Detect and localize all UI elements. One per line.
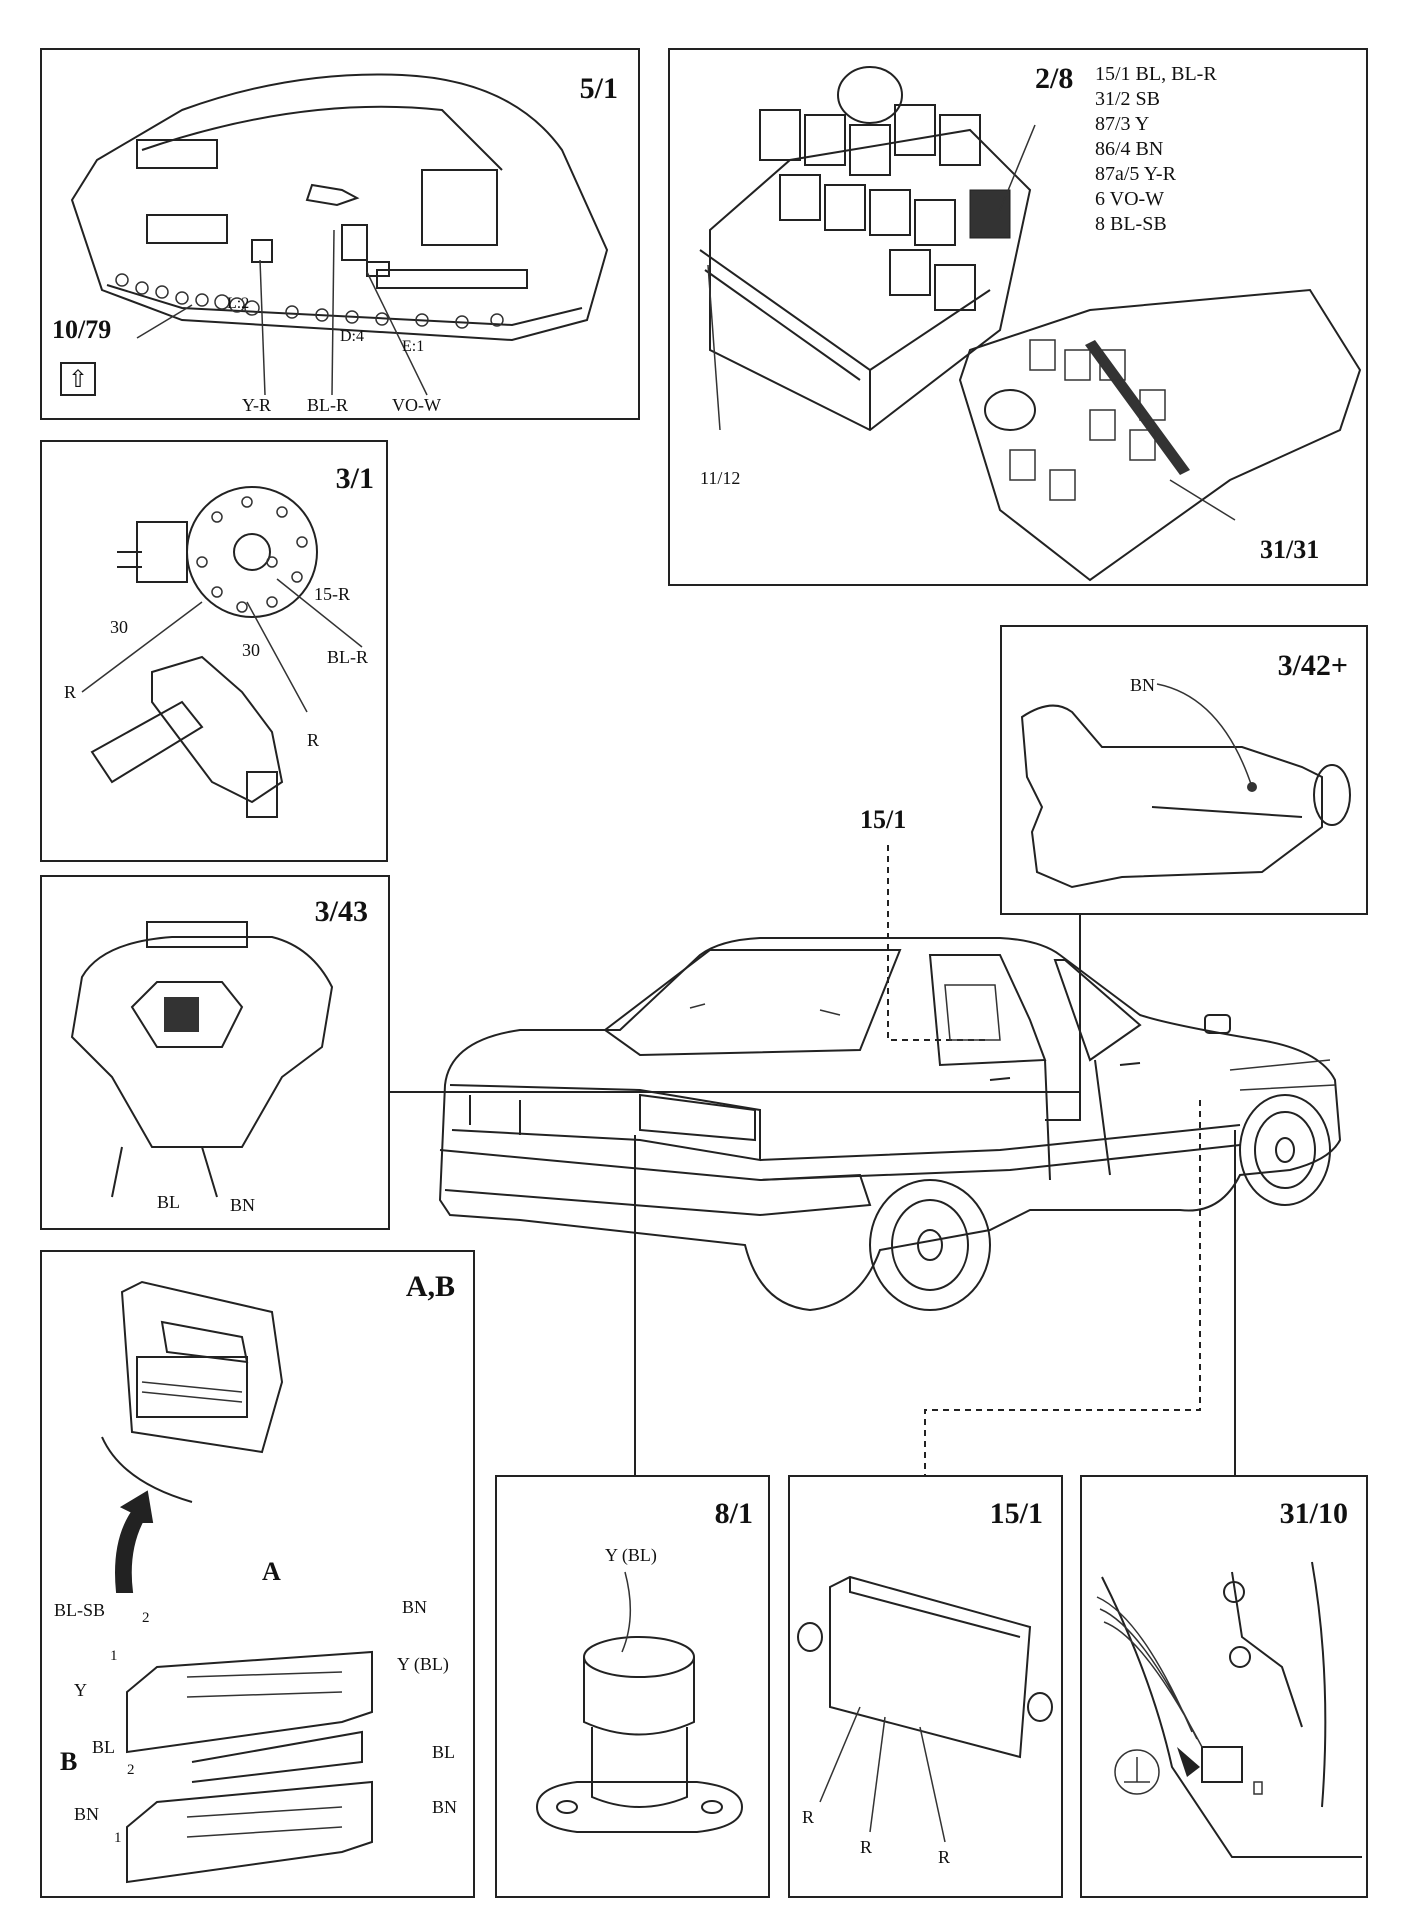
label-b-1: 1	[114, 1830, 122, 1846]
panel-2-8: 2/8 15/1 BL, BL-R 31/2 SB 87/3 Y 86/4 BN…	[668, 48, 1368, 586]
panel-title: 3/1	[335, 462, 374, 495]
sensor-connector	[164, 997, 199, 1032]
label-bn: BN	[230, 1195, 256, 1215]
panel-title: 5/1	[579, 72, 618, 105]
label-bl: BL	[157, 1192, 181, 1212]
instrument-cluster-drawing	[70, 73, 609, 396]
wire-item: 87/3 Y	[1095, 113, 1150, 135]
label-vo-w: VO-W	[392, 395, 441, 415]
highlighted-fuse-strip	[1085, 340, 1190, 475]
label-y-r: Y-R	[242, 395, 272, 415]
center-ref-label: 15/1	[860, 805, 907, 834]
ref-11-12: 11/12	[700, 468, 741, 488]
ref-10-79: 10/79	[52, 315, 112, 344]
label-r-3: R	[938, 1847, 951, 1867]
switch-drawing	[535, 1571, 744, 1833]
panel-3-43: 3/43 BL BN	[40, 875, 390, 1230]
label-d4: D:4	[340, 328, 364, 345]
panel-title: 8/1	[714, 1497, 753, 1530]
wire-item: 86/4 BN	[1095, 138, 1164, 160]
gearbox-drawing	[1020, 683, 1351, 889]
label-b-bn-1: BN	[74, 1804, 100, 1824]
label-a-bl-sb: BL-SB	[54, 1600, 106, 1620]
wire-item: 6 VO-W	[1095, 188, 1165, 210]
panel-title: 31/10	[1279, 1497, 1348, 1530]
ground-point-drawing	[1096, 1561, 1362, 1858]
label-r-a: R	[64, 682, 77, 702]
label-a-bn: BN	[402, 1597, 428, 1617]
panel-title: 3/42+	[1277, 649, 1348, 682]
label-a-1: 1	[110, 1648, 118, 1664]
connector-drawing	[101, 1280, 373, 1884]
panel-3-42: 3/42+ BN	[1000, 625, 1368, 915]
label-r-1: R	[802, 1807, 815, 1827]
label-r-2: R	[860, 1837, 873, 1857]
panel-title: 3/43	[314, 895, 368, 928]
label-30-a: 30	[110, 617, 128, 637]
label-b-bn-2: BN	[432, 1797, 458, 1817]
panel-title: 2/8	[1035, 62, 1074, 95]
label-b-bl-2: BL	[432, 1742, 456, 1762]
ref-31-31: 31/31	[1260, 535, 1320, 564]
wire-item: 31/2 SB	[1095, 88, 1161, 110]
label-b: B	[60, 1747, 78, 1776]
panel-15-1: 15/1 R R R	[788, 1475, 1063, 1898]
label-a-y-bl: Y (BL)	[397, 1654, 449, 1674]
label-r-b: R	[307, 730, 320, 750]
label-a-2: 2	[142, 1610, 150, 1626]
panel-5-1: 5/1 10/79 L:2 D:4 E:1 Y-	[40, 48, 640, 420]
label-l2: L:2	[227, 295, 250, 312]
label-b-2: 2	[127, 1762, 135, 1778]
wire-item: 15/1 BL, BL-R	[1095, 63, 1217, 85]
wire-item: 87a/5 Y-R	[1095, 163, 1176, 185]
panel-title: 15/1	[989, 1497, 1043, 1530]
wire-item: 8 BL-SB	[1095, 213, 1167, 235]
sensor-drawing	[70, 921, 334, 1198]
label-a-y: Y	[74, 1680, 87, 1700]
panel-title: A,B	[405, 1270, 455, 1303]
label-15-r: 15-R	[314, 584, 350, 604]
label-y-bl: Y (BL)	[605, 1545, 657, 1565]
label-e1: E:1	[402, 338, 425, 355]
panel-31-10: 31/10	[1080, 1475, 1368, 1898]
wire-list: 15/1 BL, BL-R 31/2 SB 87/3 Y 86/4 BN 87a…	[1095, 62, 1217, 237]
label-bl-r: BL-R	[307, 395, 349, 415]
relay-box-drawing	[699, 66, 1362, 582]
panel-8-1: 8/1 Y (BL)	[495, 1475, 770, 1898]
control-module-drawing	[797, 1575, 1053, 1843]
label-b-bl-1: BL	[92, 1737, 116, 1757]
ignition-switch-drawing	[81, 486, 363, 818]
highlighted-relay	[969, 189, 1011, 239]
panel-a-b: A,B A BL-SB 2 BN 1 Y (BL) Y B BL 2 BL BN…	[40, 1250, 475, 1898]
label-bl-r: BL-R	[327, 647, 369, 667]
label-30-b: 30	[242, 640, 260, 660]
up-arrow-icon: ⇧	[60, 362, 96, 396]
panel-3-1: 3/1 15-R 30 30 BL-R R R	[40, 440, 388, 862]
label-a: A	[262, 1557, 281, 1586]
label-bn: BN	[1130, 675, 1156, 695]
